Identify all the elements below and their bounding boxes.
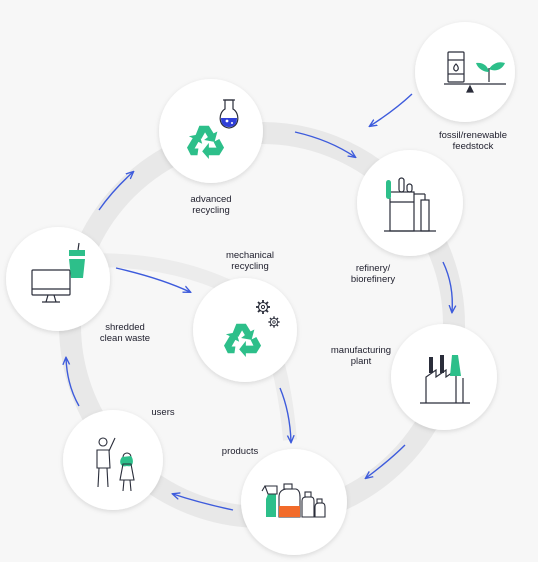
label-manufacturing: manufacturing plant [322,345,400,367]
label-line: mechanical [225,250,275,261]
arrow-advanced-to-refinery [294,131,355,157]
label-line: products [221,446,259,457]
arrow-waste-to-advanced [98,172,133,211]
label-waste: shredded clean waste [90,322,160,344]
arrow-waste-to-mechanical [115,267,190,292]
label-line: advanced [190,194,232,205]
label-advanced: advanced recycling [180,194,242,216]
label-products: products [212,446,268,457]
label-line: plant [350,356,372,367]
label-line: feedstock [452,141,494,152]
node-manufacturing [391,324,497,430]
label-line: biorefinery [350,274,396,285]
refinery-icon [384,177,436,232]
label-line: clean waste [99,333,151,344]
factory-icon [420,355,470,404]
users-icon [96,437,135,492]
label-feedstock: fossil/renewable feedstock [428,130,518,152]
label-line: recycling [231,261,269,272]
label-refinery: refinery/ biorefinery [342,263,404,285]
monitor-and-cup-icon [31,242,85,303]
label-users: users [143,407,183,418]
arrow-users-to-waste [66,358,80,407]
label-line: refinery/ [355,263,391,274]
label-line: recycling [192,205,230,216]
bottles-icon [261,483,326,518]
label-line: shredded [105,322,145,333]
arrow-mechanical-to-products [279,387,291,442]
flow-arrows [66,93,452,511]
node-refinery [357,150,463,256]
node-feedstock [415,22,515,122]
node-waste [6,227,110,331]
node-mechanical [193,278,297,382]
label-line: manufacturing [330,345,392,356]
label-mechanical: mechanical recycling [215,250,285,272]
node-users [63,410,163,510]
recycle-flask-icon [187,99,239,159]
label-line: fossil/renewable [438,130,508,141]
arrow-feedstock-to-refinery [370,93,413,126]
node-products [241,449,347,555]
arrow-manufacturing-to-products [366,444,406,478]
oil-barrel-and-sprout-icon [444,51,506,93]
node-advanced [159,79,263,183]
label-line: users [151,407,175,418]
arrow-refinery-to-manufacturing [442,261,452,312]
arrow-products-to-users [173,494,234,511]
